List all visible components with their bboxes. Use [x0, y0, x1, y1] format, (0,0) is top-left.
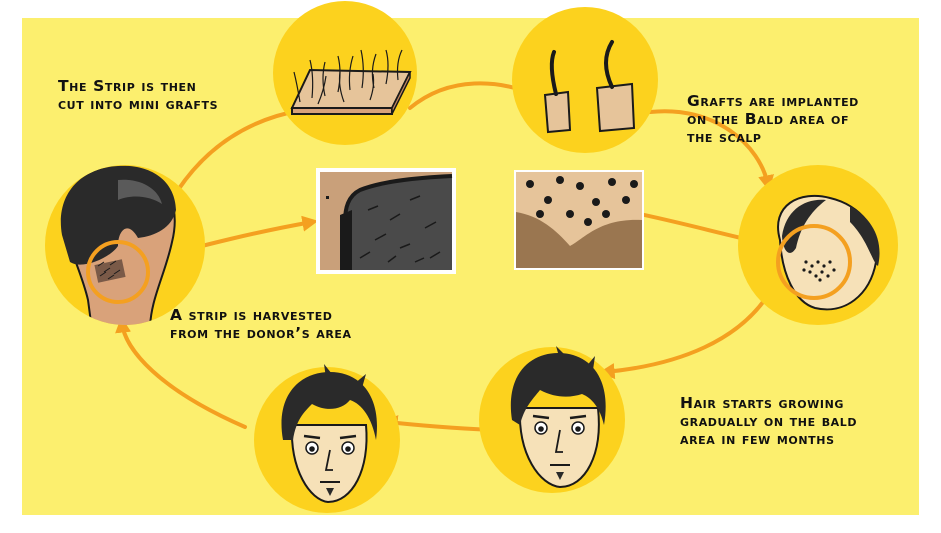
caption-line: Hair starts growing — [680, 394, 845, 412]
caption-line: gradually on the bald — [680, 412, 858, 430]
caption-growing: Hair starts growing gradually on the bal… — [680, 394, 857, 448]
donor-head-illustration — [45, 165, 205, 325]
caption-line: area in few months — [680, 430, 835, 448]
donor-strip-closeup — [316, 168, 456, 274]
arrow-growing-to-result — [381, 415, 494, 432]
balding-head-illustration — [738, 165, 898, 325]
grafts-illustration — [512, 7, 658, 153]
caption-cut-grafts: The Strip is then cut into mini grafts — [58, 77, 218, 113]
caption-line: A strip is harvested — [170, 306, 333, 324]
caption-line: the scalp — [687, 128, 762, 146]
implant-closeup — [514, 170, 644, 270]
arrow-grafts-to-implant — [648, 109, 774, 192]
caption-line: Grafts are implanted — [687, 92, 859, 110]
growing-face-illustration — [479, 346, 625, 493]
arrow-result-to-donor — [115, 316, 247, 429]
caption-line: from the donor’s area — [170, 324, 352, 342]
caption-implanted: Grafts are implanted on the Bald area of… — [687, 92, 859, 146]
strip-illustration — [273, 1, 417, 145]
caption-line: on the Bald area of — [687, 110, 850, 128]
caption-line: cut into mini grafts — [58, 95, 219, 113]
caption-harvested: A strip is harvested from the donor’s ar… — [170, 306, 352, 342]
result-face-illustration — [254, 364, 400, 513]
arrow-implant-to-growing — [598, 290, 772, 380]
arrow-to-strip — [176, 103, 309, 192]
caption-line: The Strip is then — [58, 77, 197, 95]
